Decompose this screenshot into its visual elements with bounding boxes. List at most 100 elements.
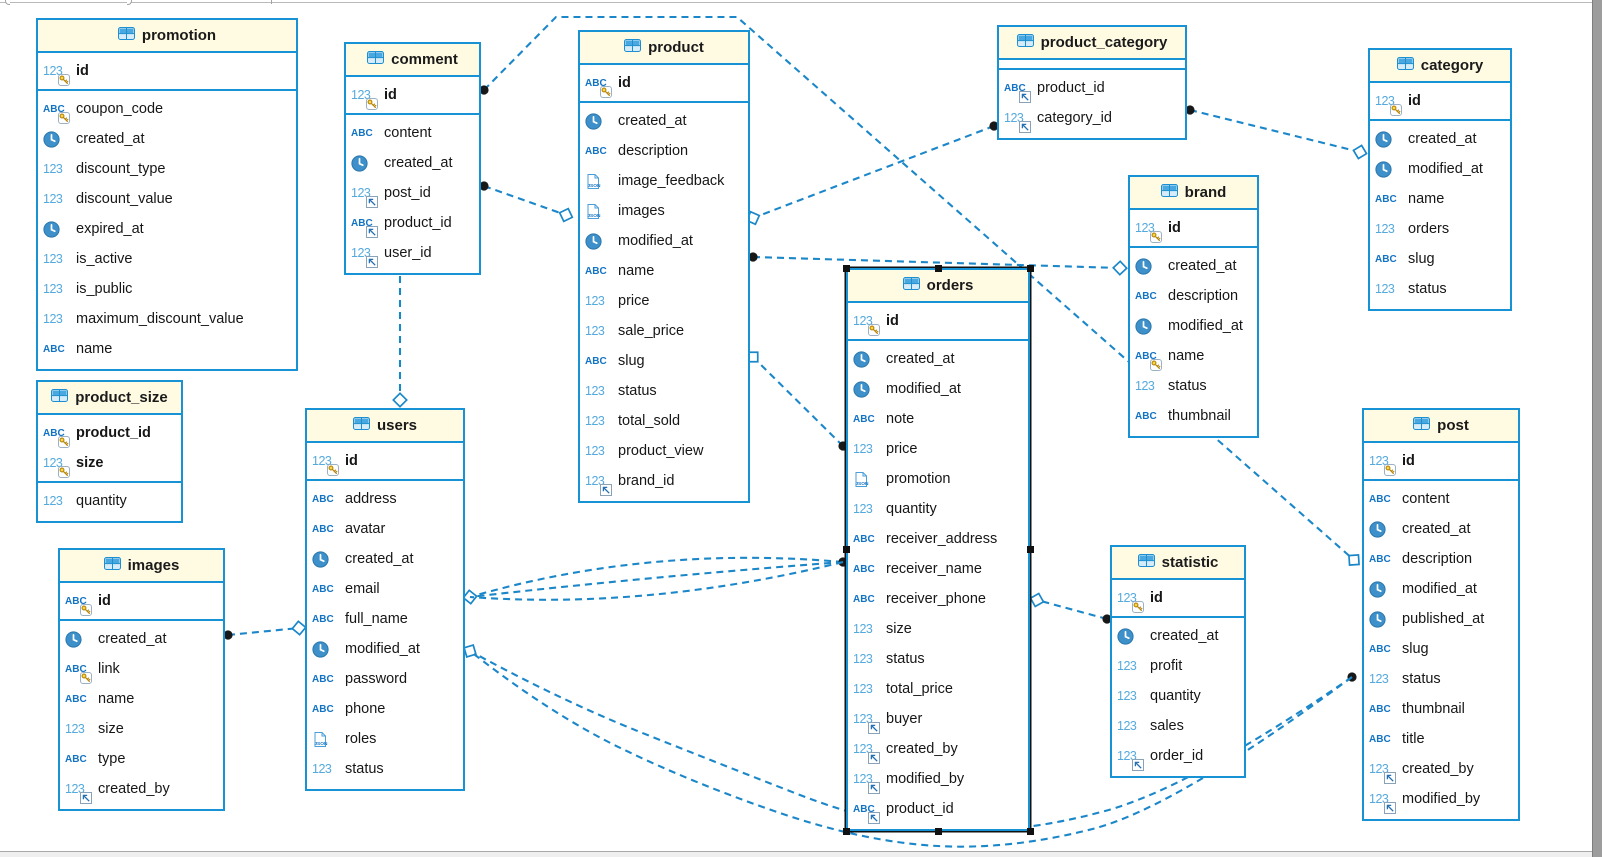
column-row[interactable]: published_at [1364,604,1518,634]
table-header[interactable]: product [580,32,748,65]
column-row[interactable]: created_at [60,624,223,654]
relationship-edge-orders-users-1[interactable] [469,556,844,599]
relationship-edge-post-users-2[interactable] [469,650,1353,848]
table-header[interactable]: comment [346,44,479,77]
table-header[interactable]: product_size [38,382,181,415]
table-header[interactable]: product_category [999,27,1185,60]
relationship-edge-orders-users-2[interactable] [462,557,848,605]
column-row[interactable]: modified_at [580,226,748,256]
relationship-edge-product-brand[interactable] [748,252,1128,276]
column-row[interactable]: modified_at [307,634,463,664]
column-row[interactable]: created_at [1364,514,1518,544]
selection-handle[interactable] [1026,264,1034,272]
horizontal-scrollbar[interactable] [0,851,1592,857]
column-row[interactable]: modified_at [1130,311,1257,341]
table-header[interactable]: brand [1130,177,1257,210]
column-row[interactable]: created_at [1130,251,1257,281]
selection-handle[interactable] [842,546,850,553]
table-header[interactable]: promotion [38,20,296,53]
selection-handle[interactable] [1026,827,1034,835]
table-header[interactable]: users [307,410,463,443]
column-row[interactable]: created_at [307,544,463,574]
column-row[interactable]: created_at [848,344,1028,374]
table-header[interactable]: post [1364,410,1518,443]
column-row[interactable]: created_at [346,148,479,178]
selection-handle[interactable] [1026,546,1034,553]
relationship-edge-product_category-category[interactable] [1185,105,1368,160]
table-header[interactable]: orders [848,270,1028,303]
table-header[interactable]: statistic [1112,547,1244,580]
